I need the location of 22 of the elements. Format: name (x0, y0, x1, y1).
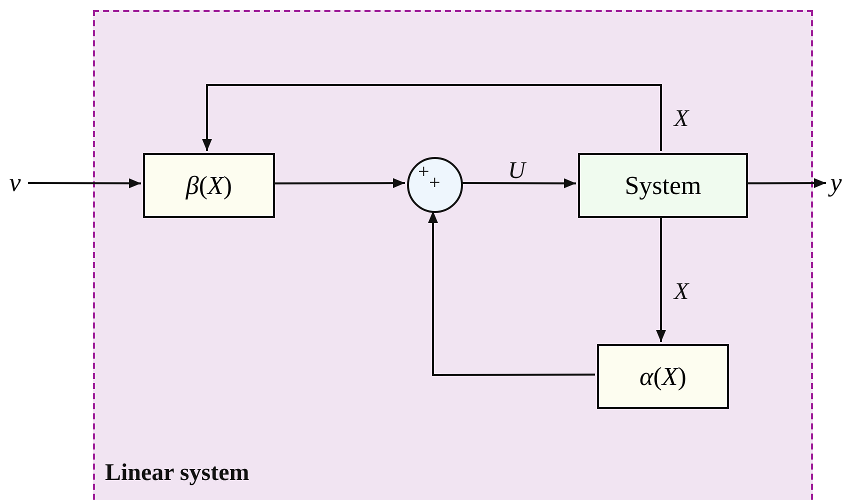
feedforward-block (143, 153, 275, 218)
arrow (461, 178, 576, 188)
arrow (656, 216, 666, 342)
group-heading: Linear system (105, 460, 250, 487)
arrow (273, 178, 405, 188)
edge-label: X (674, 279, 689, 306)
sign-label: + (429, 173, 440, 193)
block-label: System (624, 170, 702, 200)
arrow (202, 84, 662, 151)
edge-label: U (508, 158, 526, 185)
system-boundary (93, 10, 813, 500)
arrow (28, 178, 141, 188)
edge-label: X (674, 106, 689, 133)
sign-label: + (418, 162, 430, 182)
block-label: α(X) (640, 362, 686, 392)
feedback-block (597, 344, 729, 409)
signal-label: y (830, 168, 842, 198)
arrow (746, 178, 826, 188)
block-label: β(X) (186, 170, 232, 200)
arrow (428, 211, 595, 376)
system-block (578, 153, 748, 218)
signal-label: v (9, 168, 21, 198)
